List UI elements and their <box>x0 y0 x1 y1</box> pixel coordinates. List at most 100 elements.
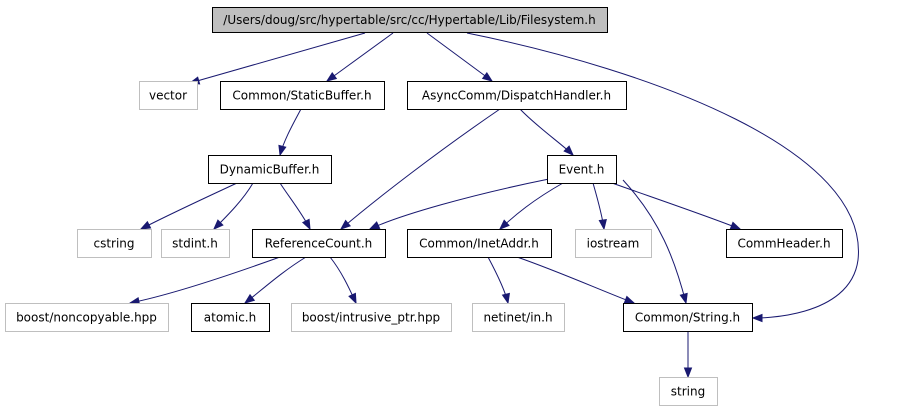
edge-reference-count-to-intrusive-ptr <box>329 256 357 305</box>
edge-common-string-to-string <box>683 330 693 379</box>
edge-inet-addr-to-common-string <box>516 256 636 304</box>
node-stdint-box <box>161 229 230 258</box>
node-cstring: cstring <box>77 229 152 258</box>
edge-line <box>611 182 741 230</box>
edge-dynamic-buffer-to-reference-count <box>279 182 311 231</box>
edge-line <box>369 178 550 230</box>
edge-arrowhead <box>325 71 338 82</box>
node-inet-addr-label: Common/InetAddr.h <box>419 237 539 251</box>
node-vector-label: vector <box>149 89 187 103</box>
edge-dynamic-buffer-to-stdint <box>213 182 254 230</box>
node-dynamic-buffer-box <box>208 155 332 184</box>
node-cstring-label: cstring <box>93 237 134 251</box>
node-reference-count-label: ReferenceCount.h <box>265 237 372 251</box>
node-iostream-box <box>575 229 652 258</box>
node-event-box <box>547 155 617 184</box>
edge-line <box>499 182 564 230</box>
node-static-buffer-box <box>220 81 385 110</box>
node-noncopyable-box <box>5 303 169 332</box>
edge-reference-count-to-noncopyable <box>128 256 281 306</box>
edge-arrowhead <box>481 71 494 82</box>
node-root-label: /Users/doug/src/hypertable/src/cc/Hypert… <box>223 13 595 27</box>
node-root[interactable]: /Users/doug/src/hypertable/src/cc/Hypert… <box>212 7 608 33</box>
node-atomic[interactable]: atomic.h <box>191 303 270 332</box>
node-common-string-label: Common/String.h <box>635 311 740 325</box>
edge-arrowhead <box>501 292 510 305</box>
node-static-buffer-label: Common/StaticBuffer.h <box>232 89 371 103</box>
edge-event-to-common-string <box>622 179 688 305</box>
edge-event-to-inet-addr <box>498 182 564 230</box>
node-noncopyable: boost/noncopyable.hpp <box>5 303 169 332</box>
node-string-label: string <box>671 385 705 399</box>
edge-line <box>189 32 366 84</box>
edge-event-to-iostream <box>592 182 607 231</box>
node-iostream-label: iostream <box>587 237 640 251</box>
node-netinet-in-label: netinet/in.h <box>483 311 552 325</box>
edge-arrowhead <box>213 219 224 230</box>
edges-layer <box>128 32 859 379</box>
edge-arrowhead <box>563 145 574 156</box>
edge-root-to-common-string <box>466 32 859 323</box>
node-cstring-box <box>77 229 152 258</box>
node-netinet-in-box <box>472 303 565 332</box>
node-reference-count[interactable]: ReferenceCount.h <box>252 229 386 258</box>
node-intrusive-ptr-label: boost/intrusive_ptr.hpp <box>302 311 440 325</box>
edge-dispatch-handler-to-reference-count <box>339 108 501 230</box>
edge-dynamic-buffer-to-cstring <box>139 182 238 230</box>
node-intrusive-ptr-box <box>291 303 452 332</box>
node-netinet-in: netinet/in.h <box>472 303 565 332</box>
node-vector-box <box>139 81 198 110</box>
edge-event-to-comm-header <box>611 182 742 230</box>
node-dynamic-buffer[interactable]: DynamicBuffer.h <box>208 155 332 184</box>
edge-static-buffer-to-dynamic-buffer <box>278 108 302 157</box>
node-event[interactable]: Event.h <box>547 155 617 184</box>
edge-inet-addr-to-netinet-in <box>487 256 510 305</box>
edge-line <box>140 182 238 230</box>
node-static-buffer[interactable]: Common/StaticBuffer.h <box>220 81 385 110</box>
node-root-box <box>212 7 608 33</box>
edge-line <box>426 32 493 82</box>
edge-arrowhead <box>729 221 742 230</box>
edge-reference-count-to-atomic <box>243 256 307 304</box>
node-event-label: Event.h <box>559 163 605 177</box>
node-inet-addr[interactable]: Common/InetAddr.h <box>407 229 552 258</box>
node-stdint: stdint.h <box>161 229 230 258</box>
node-dispatch-handler-label: AsyncComm/DispatchHandler.h <box>422 89 611 103</box>
edge-arrowhead <box>679 292 688 305</box>
edge-arrowhead <box>623 295 636 304</box>
edge-dispatch-handler-to-event <box>519 108 574 156</box>
edge-line <box>244 256 307 304</box>
edge-arrowhead <box>498 219 510 230</box>
node-string-box <box>659 377 718 406</box>
node-reference-count-box <box>252 229 386 258</box>
edge-arrowhead <box>139 220 152 230</box>
edge-line <box>326 32 394 82</box>
edge-arrowhead <box>751 313 763 323</box>
edge-arrowhead <box>301 218 311 231</box>
edge-arrowhead <box>598 219 607 231</box>
edge-line <box>516 256 635 304</box>
node-comm-header[interactable]: CommHeader.h <box>726 229 843 258</box>
node-iostream: iostream <box>575 229 652 258</box>
edge-arrowhead <box>339 219 351 230</box>
node-dispatch-handler-box <box>407 81 627 110</box>
edge-root-to-dispatch-handler <box>426 32 494 82</box>
node-common-string[interactable]: Common/String.h <box>623 303 753 332</box>
edge-arrowhead <box>278 144 287 157</box>
edge-line <box>519 108 574 156</box>
edge-event-to-reference-count <box>368 178 550 230</box>
edge-line <box>466 32 859 319</box>
edge-root-to-static-buffer <box>325 32 394 82</box>
node-string: string <box>659 377 718 406</box>
node-dispatch-handler[interactable]: AsyncComm/DispatchHandler.h <box>407 81 627 110</box>
edge-line <box>622 179 687 304</box>
edge-root-to-vector <box>188 32 366 85</box>
node-common-string-box <box>623 303 753 332</box>
edge-line <box>129 256 281 304</box>
edge-arrowhead <box>243 293 256 304</box>
node-atomic-box <box>191 303 270 332</box>
edge-line <box>340 108 501 230</box>
node-inet-addr-box <box>407 229 552 258</box>
nodes-layer: /Users/doug/src/hypertable/src/cc/Hypert… <box>5 7 843 406</box>
